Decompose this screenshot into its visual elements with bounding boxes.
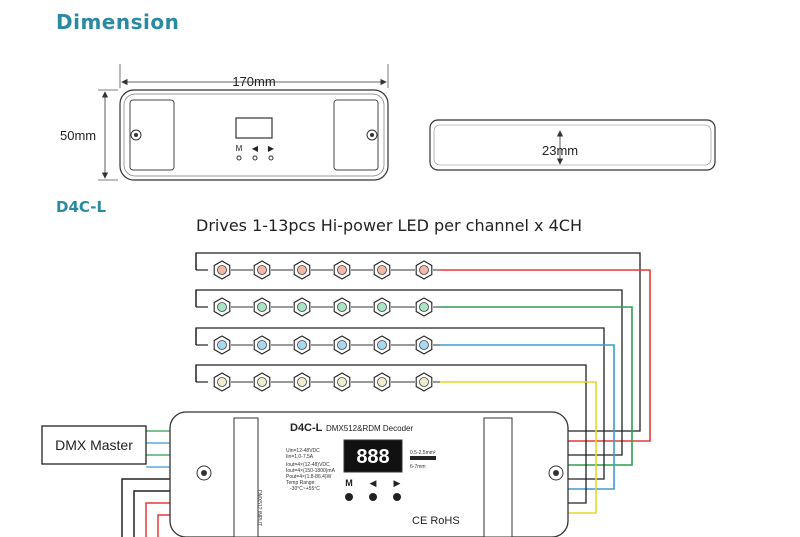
led-lens [297, 265, 307, 275]
page-title: Dimension [56, 10, 180, 34]
decoder-subtitle: DMX512&RDM Decoder [326, 424, 413, 433]
decoder-button-right-label: ▶ [394, 478, 401, 488]
wire-channel-3 [440, 306, 633, 466]
decoder-button-left[interactable] [369, 493, 377, 501]
model-label: D4C-L [56, 198, 107, 216]
led-lens [257, 340, 267, 350]
spec-line-2: Iout=4×(12-48)VDC [286, 462, 330, 468]
display-window [235, 117, 273, 139]
led-lens [377, 302, 387, 312]
spec-line-1: Iin=1.0-7.5A [286, 454, 314, 460]
led-lens [419, 340, 429, 350]
dmx-input-label: DMX512 INPUT [256, 490, 262, 526]
led-lens [257, 377, 267, 387]
led-lens [217, 377, 227, 387]
diagram-caption: Drives 1-13pcs Hi-power LED per channel … [196, 216, 582, 235]
led-lens [377, 377, 387, 387]
spec-line-4: Pout=4×(1.8-86.4)W [286, 474, 332, 480]
led-lens [337, 377, 347, 387]
led-lens [419, 377, 429, 387]
led-lens [297, 340, 307, 350]
decoder-button-right[interactable] [393, 493, 401, 501]
decoder-button-m-label: M [345, 478, 353, 488]
wire-channel-4 [440, 269, 651, 442]
led-lens [217, 302, 227, 312]
led-lens [337, 302, 347, 312]
led-lens [297, 377, 307, 387]
decoder-display [343, 439, 403, 473]
front-button-m: M [236, 144, 243, 153]
led-lens [257, 265, 267, 275]
side-view: 23mm [429, 119, 716, 171]
led-lens [377, 340, 387, 350]
led-lens [297, 302, 307, 312]
spec-line-6: -30°C~+55°C [290, 486, 320, 492]
led-lens [377, 265, 387, 275]
dmx-master-label: DMX Master [55, 437, 133, 453]
length-label: 170mm [232, 74, 275, 89]
strip-note-0: 0.5-2.5mm² [410, 450, 436, 456]
led-lens [217, 340, 227, 350]
decoder-body: D4C-L DMX512&RDM Decoder 888 M ◀ ▶ Uin=1… [169, 411, 569, 537]
front-button-right: ▶ [268, 144, 275, 153]
led-lens [257, 302, 267, 312]
height-label: 23mm [542, 143, 578, 158]
spec-line-0: Uin=12-48VDC [286, 448, 320, 454]
cert-marks: CE RoHS [412, 515, 460, 527]
device-outline-side [429, 119, 716, 171]
front-button-left: ◀ [252, 144, 259, 153]
led-lens [419, 302, 429, 312]
spec-line-3: Iout=4×(150-1800)mA [286, 468, 336, 474]
width-label: 50mm [60, 128, 96, 143]
led-lens [217, 265, 227, 275]
decoder-button-m[interactable] [345, 493, 353, 501]
device-outline-front [119, 89, 389, 181]
led-lens [337, 265, 347, 275]
front-view: 170mm 50mm M ◀ ▶ [60, 64, 389, 181]
decoder-model: D4C-L [290, 422, 323, 434]
strip-note-1: 6-7mm [410, 464, 426, 470]
decoder-button-left-label: ◀ [370, 478, 377, 488]
dmx-master-box [41, 425, 147, 465]
led-lens [419, 265, 429, 275]
display-digits: 888 [356, 446, 389, 468]
spec-line-5: Temp Range: [286, 480, 316, 486]
led-lens [337, 340, 347, 350]
